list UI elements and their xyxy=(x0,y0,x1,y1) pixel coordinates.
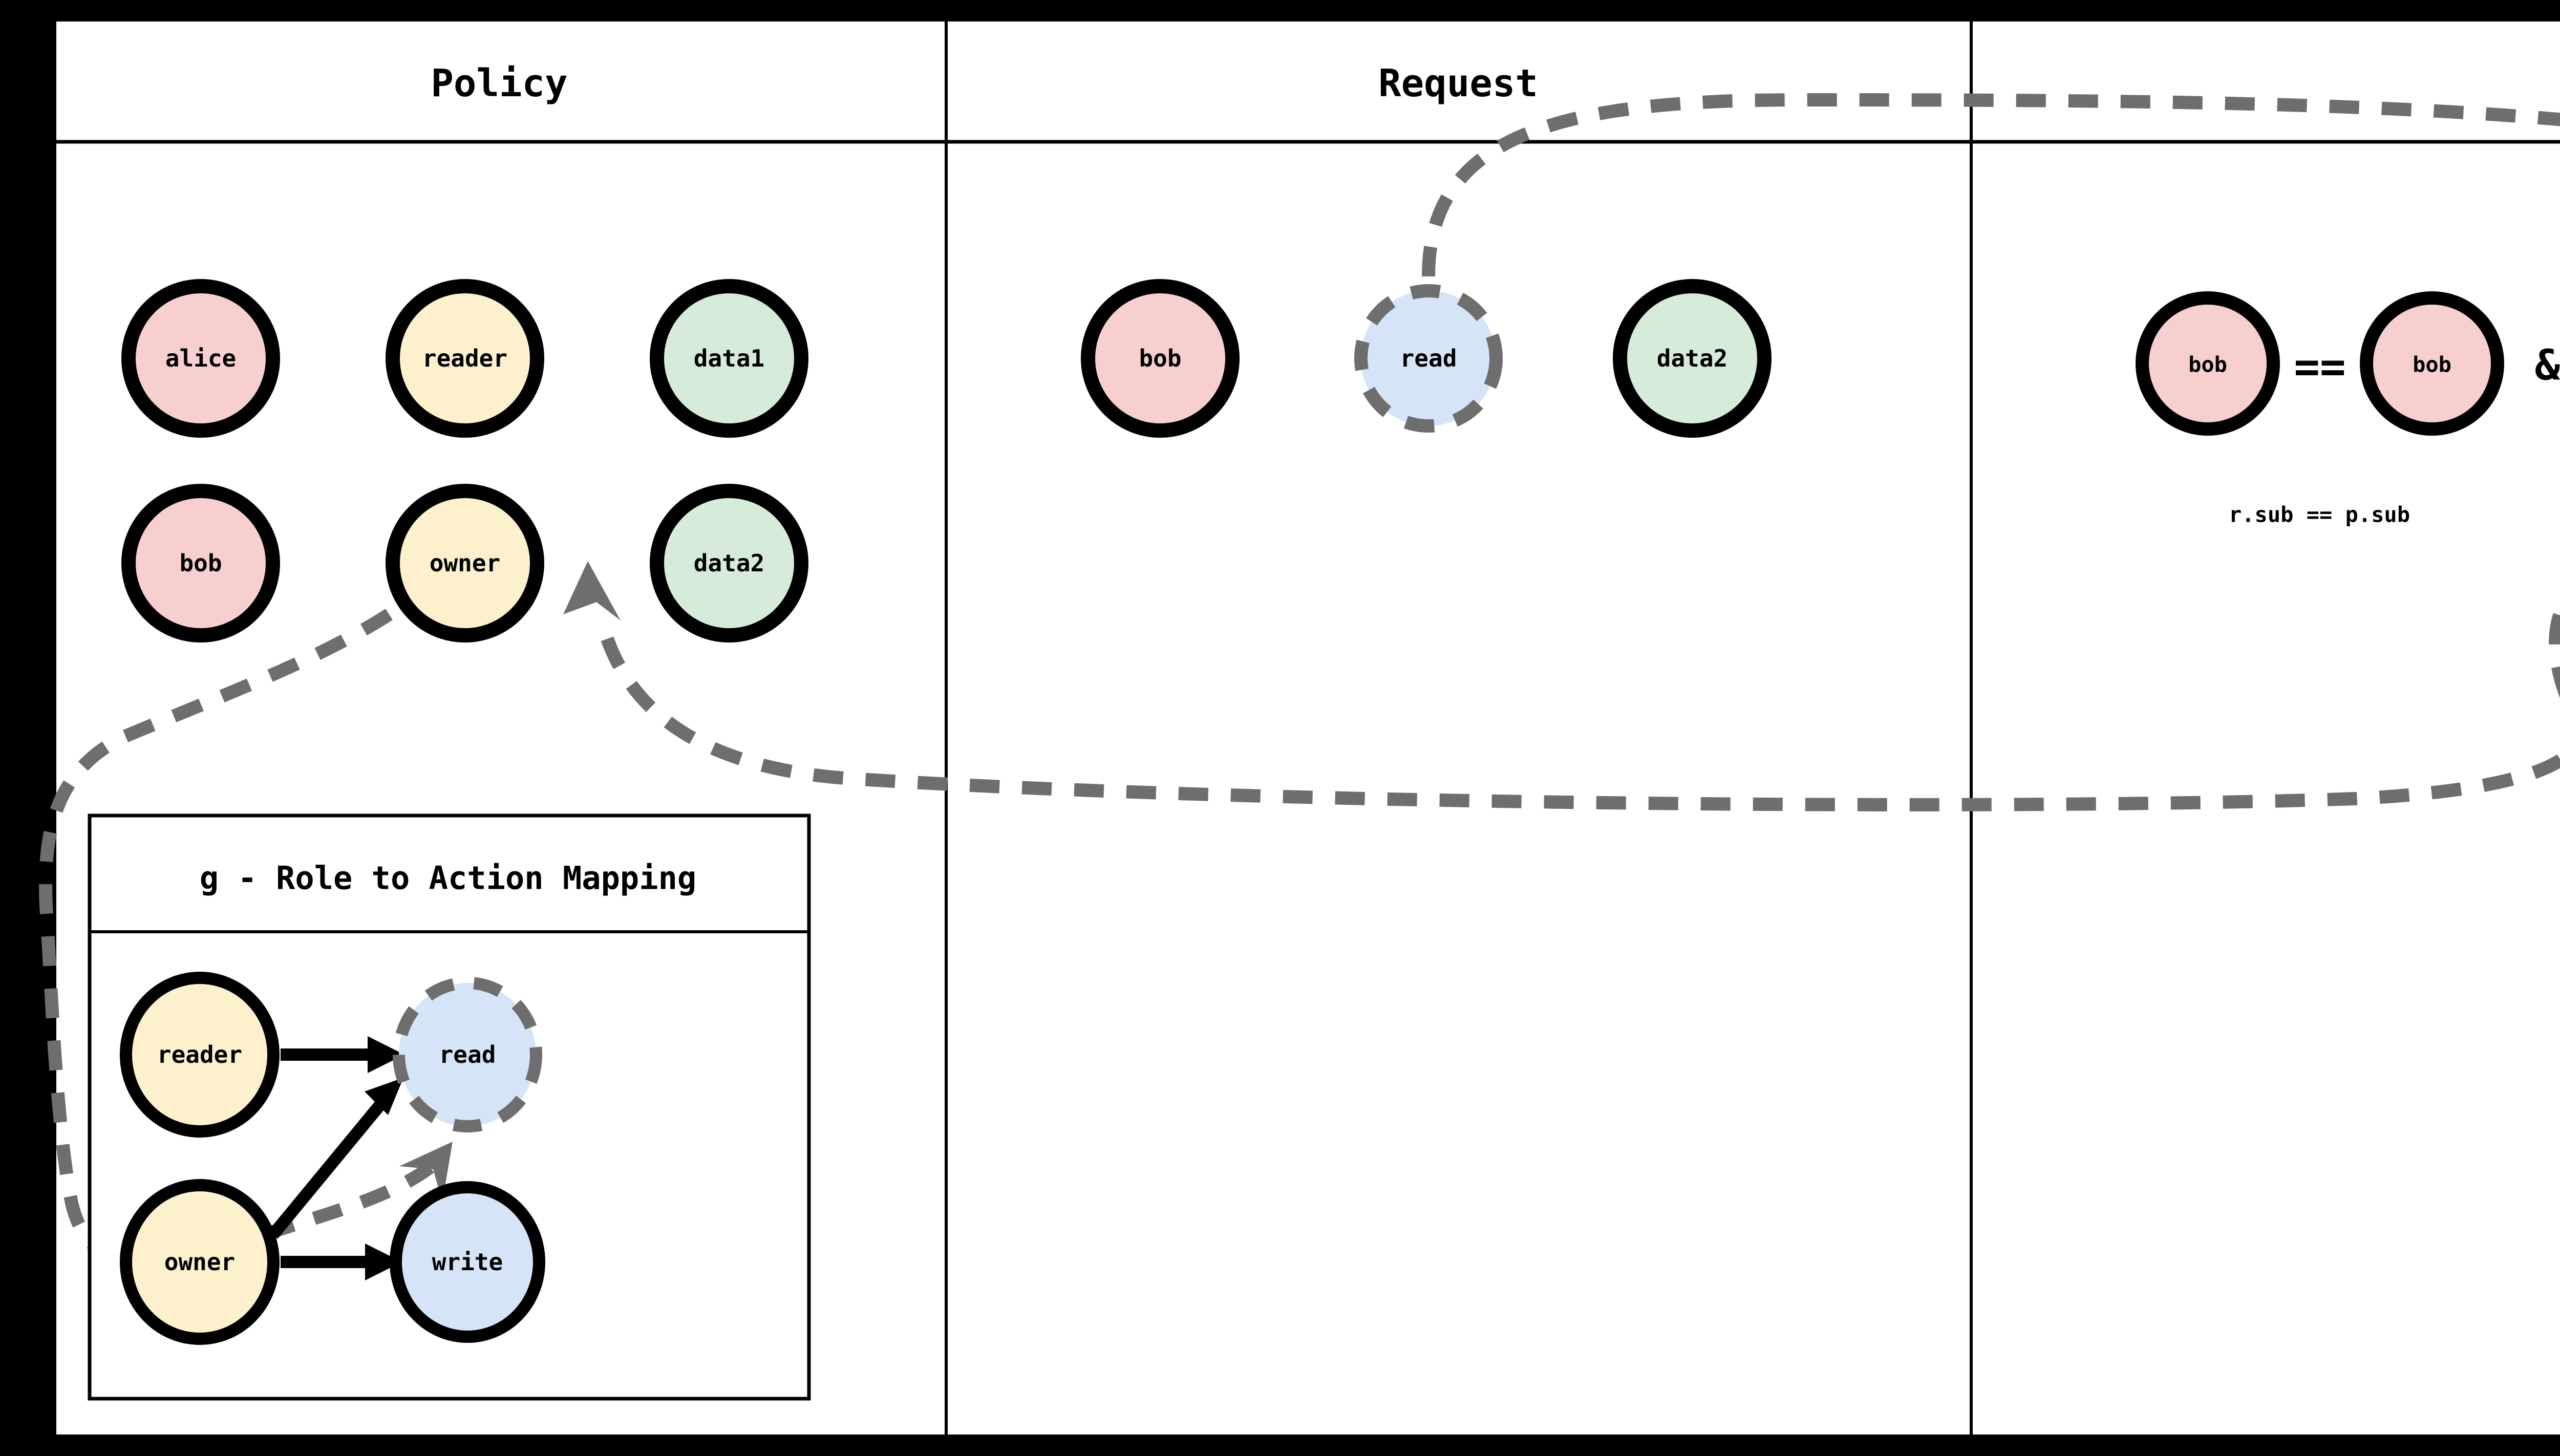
node-label: data1 xyxy=(694,345,764,372)
request-node-read[interactable]: read xyxy=(1354,284,1503,433)
node-label: data2 xyxy=(694,549,764,577)
node-shape xyxy=(386,279,544,438)
g-box-title: g - Role to Action Mapping xyxy=(200,860,697,897)
request-node-data2[interactable]: data2 xyxy=(1613,279,1772,438)
matching-caption-sub: r.sub == p.sub xyxy=(2229,502,2410,527)
node-label: bob xyxy=(179,549,222,577)
policy-node-alice[interactable]: alice xyxy=(121,279,280,438)
node-label: bob xyxy=(1139,345,1181,372)
g-box-arrowhead-reader-read xyxy=(368,1036,404,1073)
matching-operator-eq-1: == xyxy=(2294,341,2345,392)
column-title-request: Request xyxy=(1378,61,1538,105)
node-shape xyxy=(650,279,808,438)
node-shape-dashed xyxy=(1354,284,1503,433)
node-label: owner xyxy=(164,1248,235,1276)
node-shape xyxy=(1613,279,1772,438)
node-shape xyxy=(2136,291,2280,436)
node-label: owner xyxy=(430,549,500,577)
g-box-node-owner[interactable]: owner xyxy=(120,1179,280,1345)
node-label: read xyxy=(1400,345,1457,372)
policy-node-owner[interactable]: owner xyxy=(386,484,544,643)
column-title-policy: Policy xyxy=(431,61,567,105)
g-box-node-read[interactable]: read xyxy=(393,977,542,1132)
node-shape xyxy=(121,484,280,643)
node-label: data2 xyxy=(1657,345,1727,372)
request-node-bob[interactable]: bob xyxy=(1081,279,1240,438)
matching-operator-and-1: && xyxy=(2535,341,2560,390)
node-label: write xyxy=(432,1248,503,1276)
node-shape xyxy=(1081,279,1240,438)
policy-node-bob[interactable]: bob xyxy=(121,484,280,643)
g-box-arrowhead-owner-read xyxy=(365,1078,403,1115)
g-box-dashed-edge-owner-read xyxy=(264,1162,434,1240)
g-box-node-reader[interactable]: reader xyxy=(120,972,280,1138)
node-shape xyxy=(390,1181,545,1343)
node-label: reader xyxy=(422,345,507,372)
policy-node-data1[interactable]: data1 xyxy=(650,279,808,438)
node-label: read xyxy=(439,1041,496,1068)
node-shape-dashed xyxy=(393,977,542,1132)
matching-node-bob-right[interactable]: bob xyxy=(2360,291,2504,436)
policy-node-data2[interactable]: data2 xyxy=(650,484,808,643)
node-label: alice xyxy=(165,345,236,372)
dashed-edge-matching-owner-to-policy xyxy=(598,598,2560,811)
g-box-edge-owner-read xyxy=(268,1099,387,1239)
g-box-arrowhead-owner-write xyxy=(365,1244,402,1280)
dashed-edge-request-read-to-matching-read xyxy=(1422,93,2560,277)
matching-node-bob-left[interactable]: bob xyxy=(2136,291,2280,436)
node-shape xyxy=(650,484,808,643)
node-label: bob xyxy=(2188,352,2227,377)
node-shape xyxy=(386,484,544,643)
node-shape xyxy=(120,972,280,1138)
dashed-edge-to-gbox-owner xyxy=(39,609,393,1271)
g-box-node-write[interactable]: write xyxy=(390,1181,545,1343)
node-label: reader xyxy=(157,1041,242,1068)
node-shape xyxy=(120,1179,280,1345)
policy-node-reader[interactable]: reader xyxy=(386,279,544,438)
node-label: bob xyxy=(2413,352,2451,377)
node-shape xyxy=(121,279,280,438)
node-shape xyxy=(2360,291,2504,436)
arrowhead-policy-owner xyxy=(563,561,621,620)
